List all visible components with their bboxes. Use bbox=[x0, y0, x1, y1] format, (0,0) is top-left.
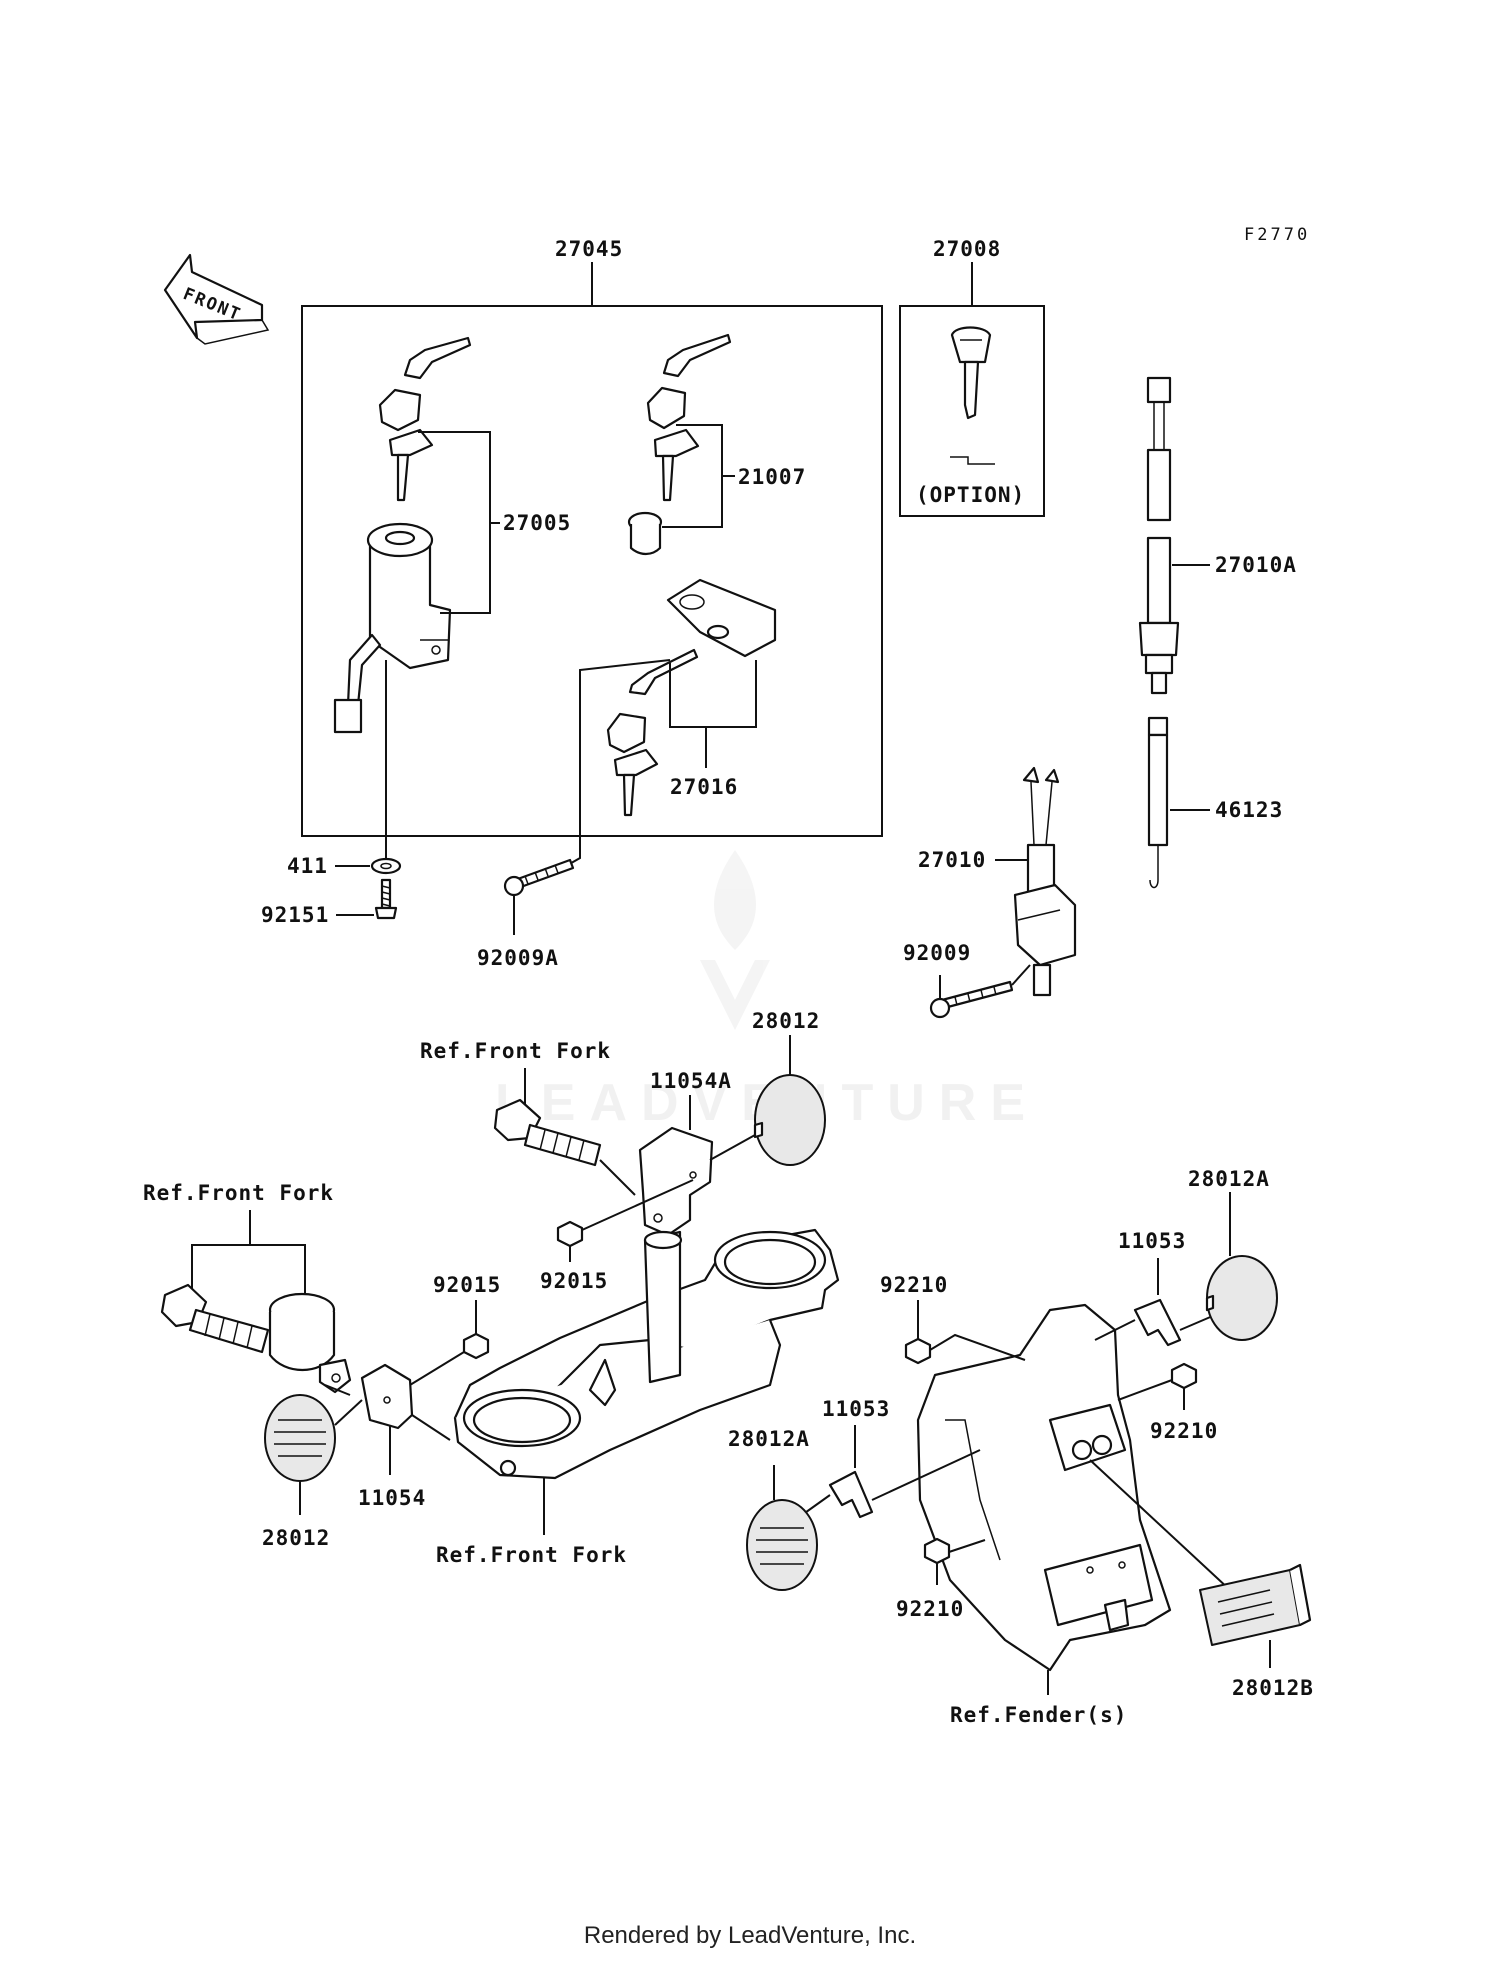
screw-icon[interactable] bbox=[929, 980, 1014, 1019]
ref-fenders[interactable]: Ref.Fender(s) bbox=[950, 1703, 1127, 1727]
clip-icon[interactable] bbox=[828, 1470, 874, 1519]
spring-icon[interactable] bbox=[1147, 716, 1169, 889]
part-number-27005[interactable]: 27005 bbox=[503, 511, 571, 535]
part-number-27010[interactable]: 27010 bbox=[918, 848, 986, 872]
part-number-27010A[interactable]: 27010A bbox=[1215, 553, 1297, 577]
part-number-27008[interactable]: 27008 bbox=[933, 237, 1001, 261]
part-number-28012B[interactable]: 28012B bbox=[1232, 1676, 1314, 1700]
ignition-switch-icon[interactable] bbox=[333, 522, 452, 734]
triple-clamp-icon[interactable] bbox=[453, 1228, 840, 1480]
bracket-icon[interactable] bbox=[360, 1363, 414, 1430]
footer-credit: Rendered by LeadVenture, Inc. bbox=[583, 1922, 917, 1949]
key-icon[interactable] bbox=[378, 336, 472, 502]
part-number-11053-center[interactable]: 11053 bbox=[822, 1397, 890, 1421]
key-icon[interactable] bbox=[606, 648, 699, 817]
part-number-28012-top[interactable]: 28012 bbox=[752, 1009, 820, 1033]
spacer-collar-icon[interactable] bbox=[268, 1292, 352, 1394]
part-number-28012A-right[interactable]: 28012A bbox=[1188, 1167, 1270, 1191]
bolt-icon[interactable] bbox=[160, 1283, 270, 1354]
part-number-11054[interactable]: 11054 bbox=[358, 1486, 426, 1510]
fender-icon[interactable] bbox=[916, 1303, 1172, 1672]
reflector-cap-icon[interactable] bbox=[264, 1394, 336, 1482]
part-number-27045[interactable]: 27045 bbox=[555, 237, 623, 261]
diagram-code: F2770 bbox=[1244, 225, 1310, 245]
ref-front-fork-bottom[interactable]: Ref.Front Fork bbox=[436, 1543, 627, 1567]
front-arrow-icon: FRONT bbox=[163, 253, 270, 345]
lock-cylinder-icon[interactable] bbox=[627, 511, 663, 556]
part-number-92015-center[interactable]: 92015 bbox=[540, 1269, 608, 1293]
option-label: (OPTION) bbox=[916, 483, 1025, 507]
reflector-cap-icon[interactable] bbox=[753, 1074, 826, 1166]
ref-front-fork-left[interactable]: Ref.Front Fork bbox=[143, 1181, 334, 1205]
part-number-28012A-center[interactable]: 28012A bbox=[728, 1427, 810, 1451]
part-number-92015-left[interactable]: 92015 bbox=[433, 1273, 501, 1297]
seat-lock-icon[interactable] bbox=[666, 578, 777, 658]
reflector-cap-icon[interactable] bbox=[746, 1499, 818, 1591]
bolt-icon[interactable] bbox=[493, 1098, 602, 1167]
key-icon[interactable] bbox=[646, 333, 732, 502]
reflector-icon[interactable] bbox=[1199, 1563, 1312, 1646]
part-number-411[interactable]: 411 bbox=[287, 854, 328, 878]
part-number-28012-left[interactable]: 28012 bbox=[262, 1526, 330, 1550]
part-number-11053-right[interactable]: 11053 bbox=[1118, 1229, 1186, 1253]
washer-icon[interactable] bbox=[370, 857, 402, 875]
part-number-11054A[interactable]: 11054A bbox=[650, 1069, 732, 1093]
bracket-icon[interactable] bbox=[638, 1126, 714, 1237]
part-number-92009A[interactable]: 92009A bbox=[477, 946, 559, 970]
nut-icon[interactable] bbox=[1170, 1362, 1198, 1390]
part-number-92210-bottom[interactable]: 92210 bbox=[896, 1597, 964, 1621]
nut-icon[interactable] bbox=[462, 1332, 490, 1360]
part-number-92009[interactable]: 92009 bbox=[903, 941, 971, 965]
screw-icon[interactable] bbox=[374, 878, 398, 920]
part-number-92210-right[interactable]: 92210 bbox=[1150, 1419, 1218, 1443]
part-number-92210-top[interactable]: 92210 bbox=[880, 1273, 948, 1297]
part-number-27016[interactable]: 27016 bbox=[670, 775, 738, 799]
brake-switch-icon[interactable] bbox=[1013, 766, 1077, 997]
nut-icon[interactable] bbox=[923, 1537, 951, 1565]
screw-icon[interactable] bbox=[503, 858, 575, 897]
reflector-cap-icon[interactable] bbox=[1205, 1255, 1278, 1341]
part-number-46123[interactable]: 46123 bbox=[1215, 798, 1283, 822]
clip-icon[interactable] bbox=[1133, 1298, 1182, 1347]
nut-icon[interactable] bbox=[904, 1337, 932, 1365]
neutral-switch-icon[interactable] bbox=[1138, 376, 1180, 695]
part-number-92151[interactable]: 92151 bbox=[261, 903, 329, 927]
nut-icon[interactable] bbox=[556, 1220, 584, 1248]
part-number-21007[interactable]: 21007 bbox=[738, 465, 806, 489]
key-blank-icon[interactable] bbox=[950, 326, 995, 465]
ref-front-fork-top[interactable]: Ref.Front Fork bbox=[420, 1039, 611, 1063]
